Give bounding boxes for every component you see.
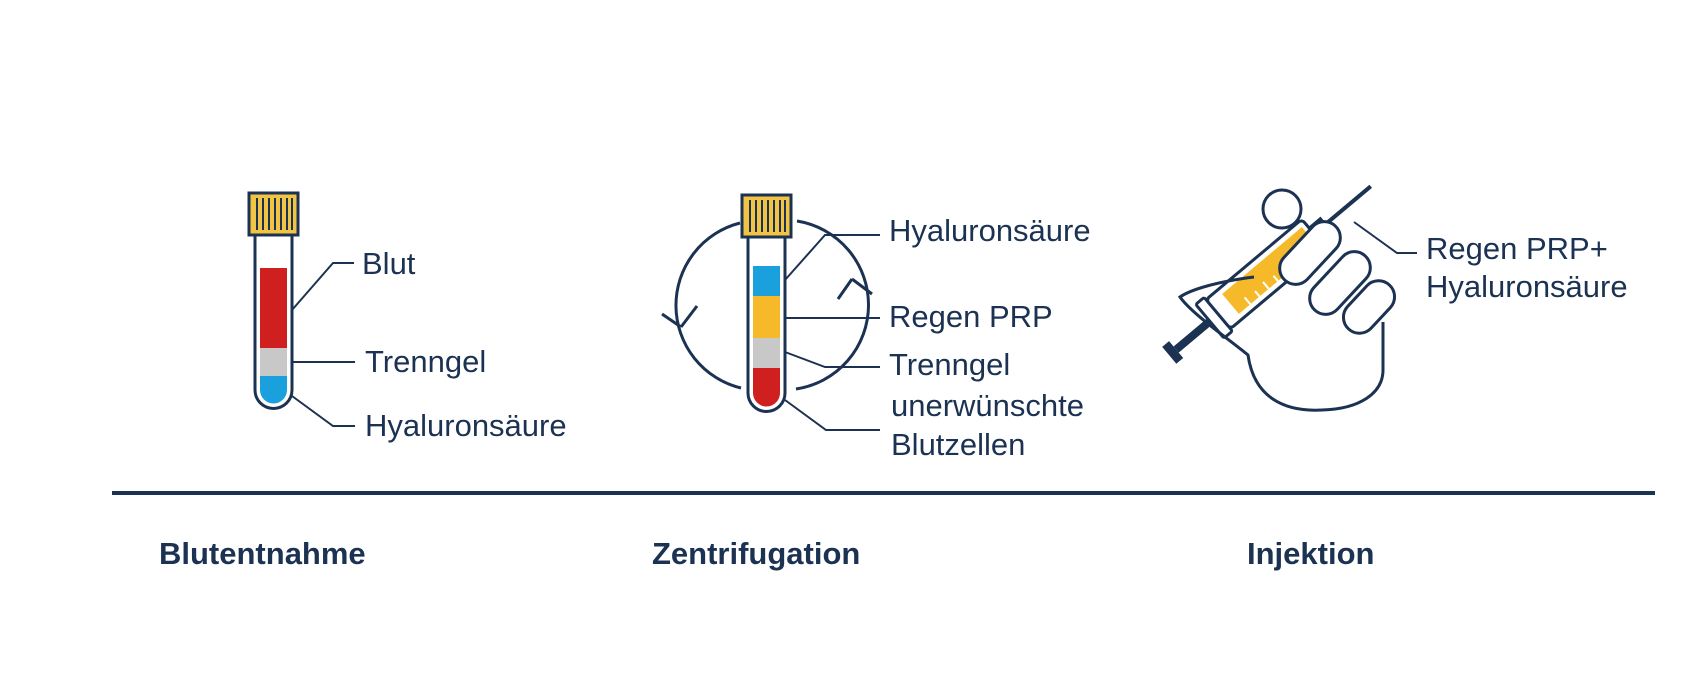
step-title-zentrifugation: Zentrifugation <box>652 536 861 571</box>
centrifuge-rotation-icon <box>661 193 880 431</box>
rotation-arc-left <box>674 221 742 390</box>
hand-finger-1 <box>1278 220 1342 286</box>
label-blut: Blut <box>362 246 416 281</box>
arrow-head-right-icon <box>836 277 873 300</box>
test-tube-icon <box>247 191 355 427</box>
tube2-prp-layer <box>753 296 780 338</box>
leader-hyaluronic <box>291 395 355 427</box>
leader3-syringe <box>1353 221 1417 254</box>
tube2-hyaluronic-layer <box>753 266 780 296</box>
rotation-arc-right <box>795 219 871 391</box>
label2-unerwuenschte: unerwünschte <box>891 388 1085 423</box>
hand-finger-3 <box>1341 279 1397 335</box>
label3-hyaluronsaeure: Hyaluronsäure <box>1426 269 1628 304</box>
label-hyaluronsaeure: Hyaluronsäure <box>365 408 567 443</box>
leader2-blood-cells <box>784 399 880 431</box>
leader2-hyaluronic <box>784 234 880 281</box>
syringe-needle <box>1324 184 1372 226</box>
tube2-gel-layer <box>753 338 780 368</box>
label-trenngel: Trenngel <box>365 344 487 379</box>
label3-regen-prp-plus: Regen PRP+ <box>1426 231 1608 266</box>
leader2-gel <box>784 351 880 368</box>
label2-regen-prp: Regen PRP <box>889 299 1053 334</box>
hand-thumb-tip <box>1261 188 1303 230</box>
hand-palm-outline <box>1177 275 1385 412</box>
hand-syringe-icon <box>1162 184 1417 412</box>
leader-blood <box>291 262 354 311</box>
step-title-injektion: Injektion <box>1247 536 1375 571</box>
label2-blutzellen: Blutzellen <box>891 427 1026 462</box>
label2-hyaluronsaeure: Hyaluronsäure <box>889 213 1091 248</box>
tube2-cap-ridges <box>749 200 786 232</box>
tube1-cap-ridges <box>256 198 293 230</box>
tube1-hyaluronic-layer <box>260 376 287 404</box>
tube1-blood-layer <box>260 268 287 348</box>
label2-trenngel: Trenngel <box>889 347 1011 382</box>
tube2-blood-cells-layer <box>753 368 780 407</box>
arrow-head-left-icon <box>661 305 699 329</box>
hand-finger-2 <box>1308 250 1372 316</box>
syringe-plunger-rod <box>1173 318 1213 353</box>
tube1-gel-layer <box>260 348 287 376</box>
step-title-blutentnahme: Blutentnahme <box>159 536 366 571</box>
syringe-plunger-knob <box>1162 341 1184 364</box>
